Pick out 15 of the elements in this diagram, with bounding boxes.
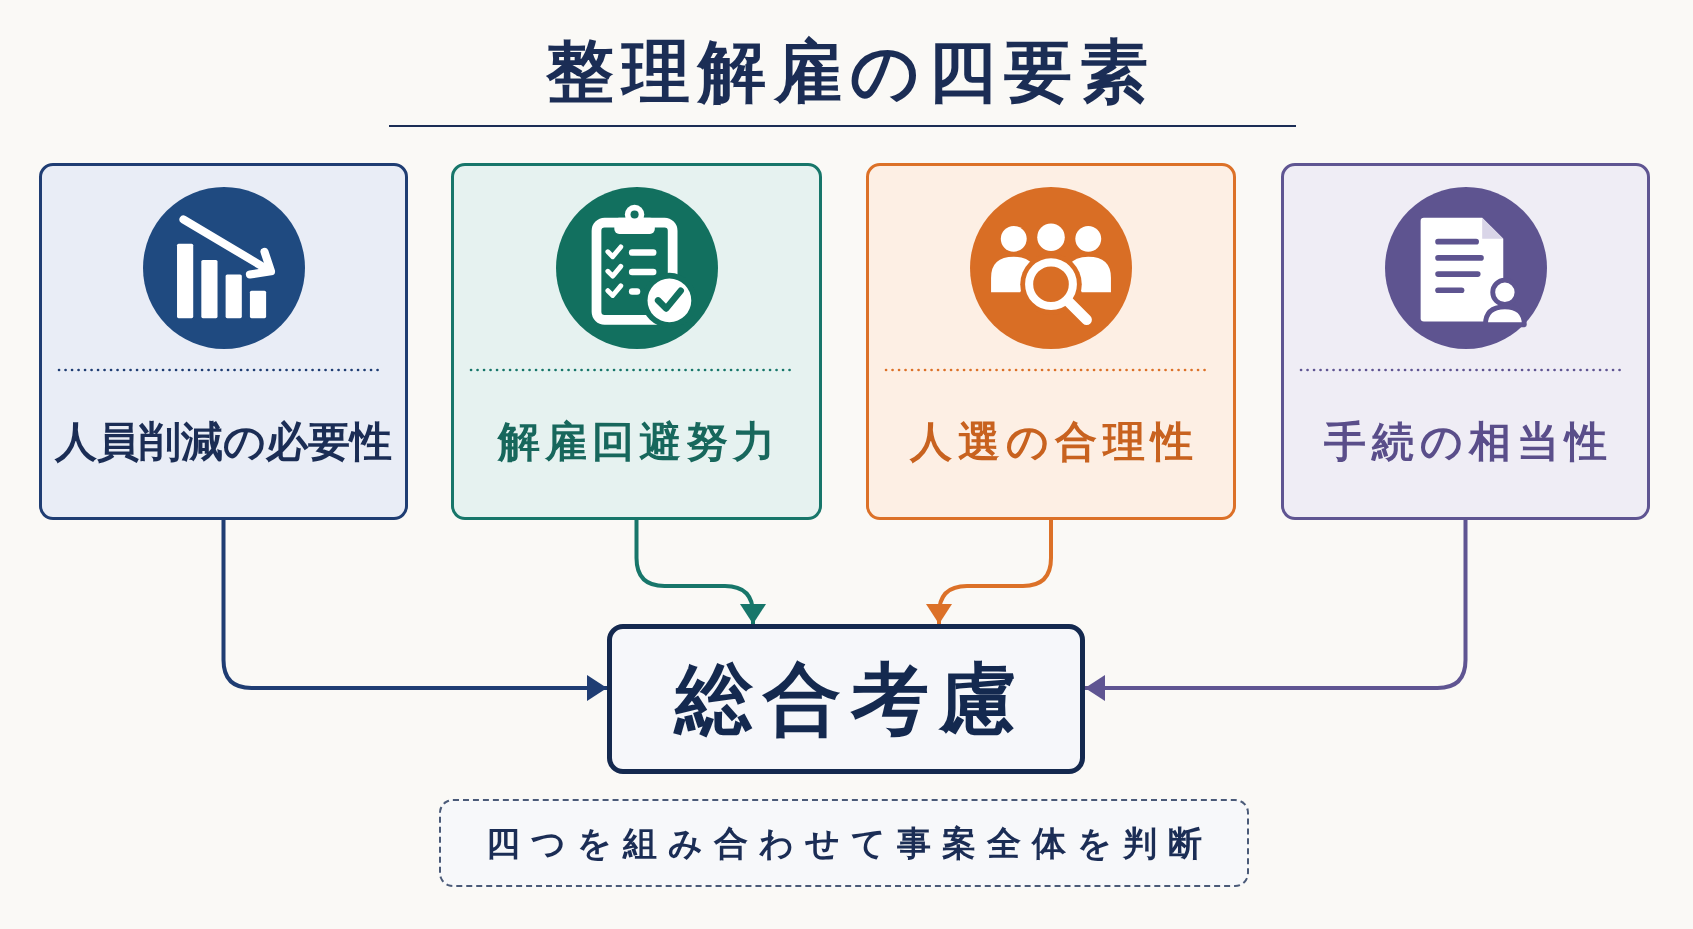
card-label: 解雇回避努力	[496, 416, 780, 468]
card-label: 手続の相当性	[1323, 416, 1613, 468]
category-card	[39, 163, 408, 520]
category-card	[866, 163, 1236, 520]
note-box: 四つを組み合わせて事案全体を判断	[439, 799, 1249, 887]
category-card	[451, 163, 822, 520]
card-label: 人選の合理性	[908, 416, 1199, 468]
category-card	[1281, 163, 1650, 520]
conclusion-box: 総合考慮	[607, 624, 1085, 774]
connector-arrow	[926, 520, 1053, 624]
title: 整理解雇の四要素	[545, 31, 1156, 113]
connector-arrow	[1085, 520, 1468, 701]
connector-arrow	[221, 520, 607, 701]
card-label: 人員削減の必要性	[55, 416, 392, 468]
connector-arrow	[634, 520, 766, 624]
